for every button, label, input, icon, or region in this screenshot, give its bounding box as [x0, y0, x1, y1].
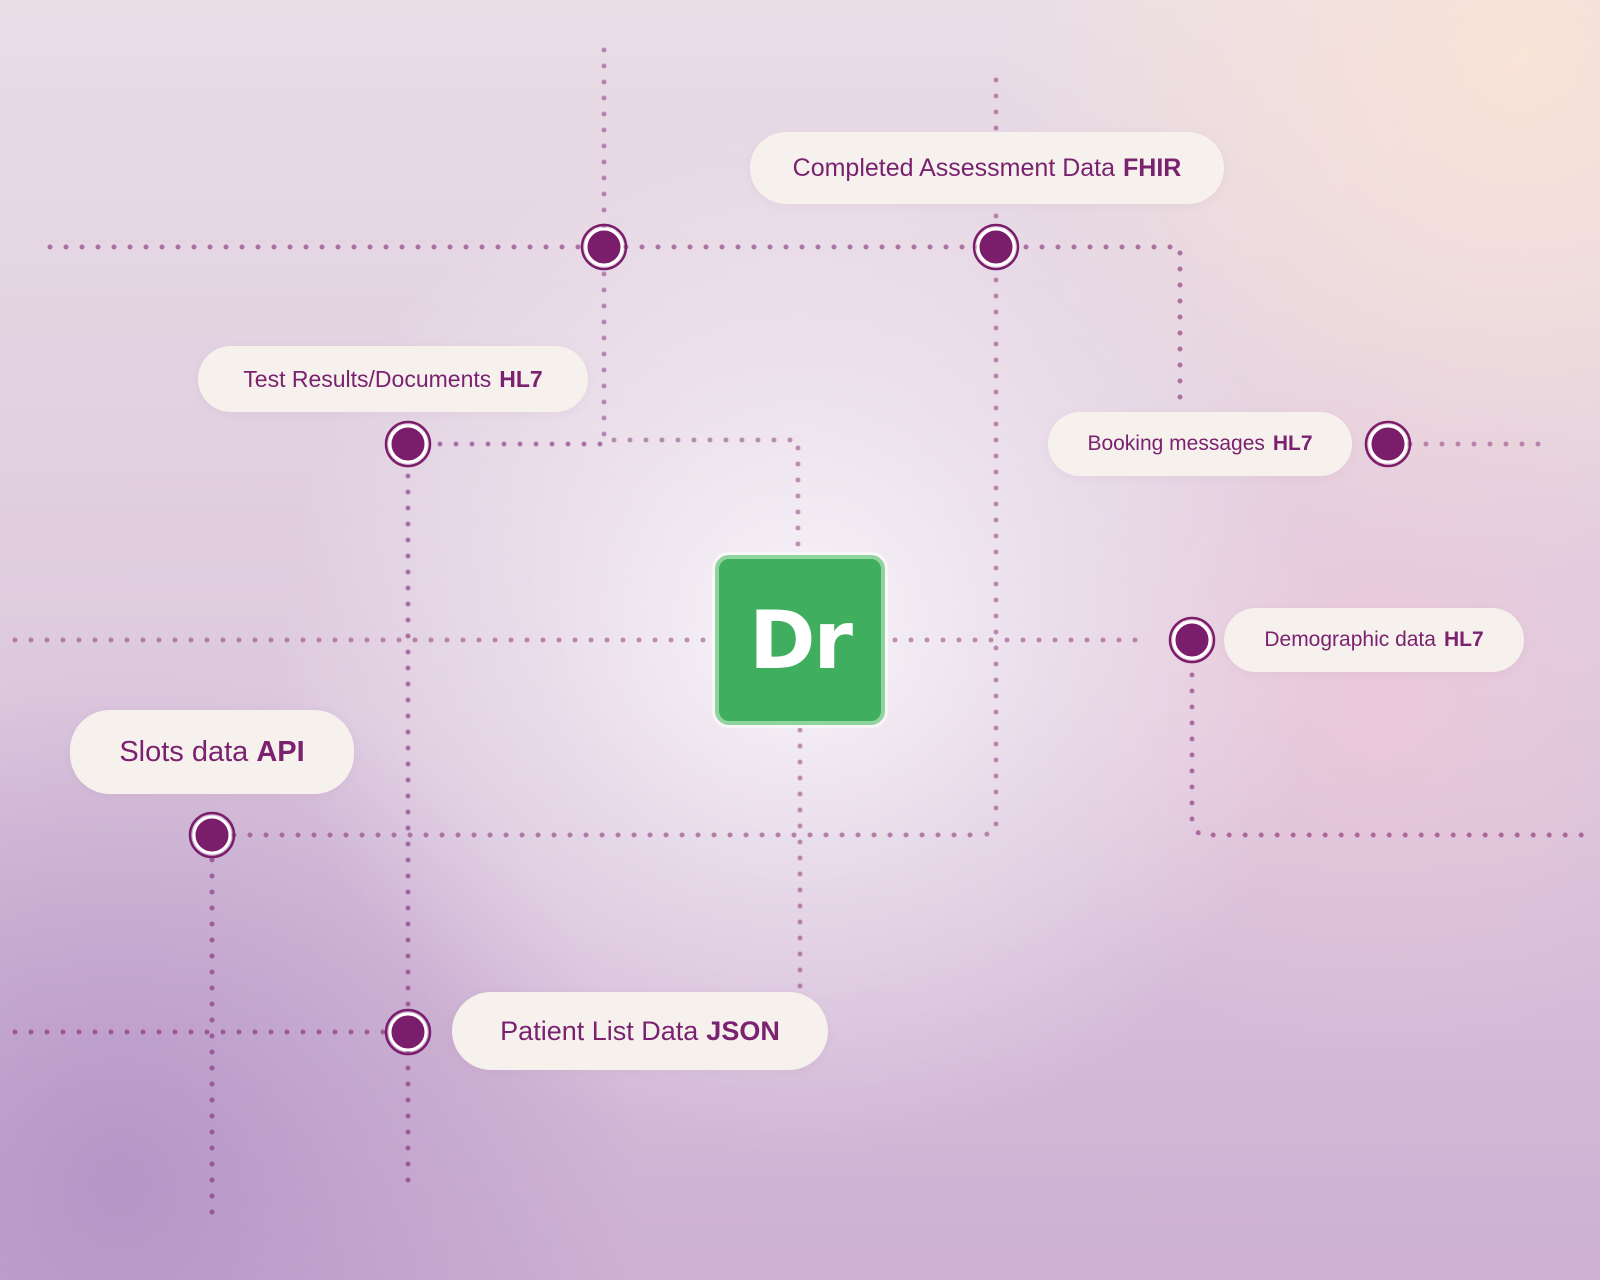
label-patient-list: Patient List Data JSON	[452, 992, 828, 1070]
protocol-badge: HL7	[1443, 628, 1484, 651]
node-test-results	[388, 424, 428, 464]
label-text: Patient List Data	[500, 1015, 699, 1046]
label-booking-messages: Booking messages HL7	[1048, 412, 1352, 476]
connector-column-604	[601, 47, 801, 548]
logo-text: Dr	[749, 593, 853, 687]
label-slots: Slots data API	[70, 710, 354, 794]
label-text: Booking messages	[1087, 432, 1265, 455]
label-test-results: Test Results/Documents HL7	[198, 346, 588, 412]
protocol-badge: HL7	[1272, 432, 1313, 455]
connector-column-996	[982, 77, 999, 838]
node-booking	[1368, 424, 1408, 464]
label-text: Test Results/Documents	[243, 365, 492, 392]
connector-demographic	[1189, 672, 1593, 838]
node-top-left	[584, 227, 624, 267]
node-demographic	[1172, 620, 1212, 660]
label-completed-assessment: Completed Assessment Data FHIR	[750, 132, 1224, 204]
label-demographic: Demographic data HL7	[1224, 608, 1524, 672]
protocol-badge: API	[256, 735, 305, 768]
protocol-badge: FHIR	[1123, 153, 1182, 182]
node-slots	[192, 815, 232, 855]
node-patient-list	[388, 1012, 428, 1052]
label-text: Demographic data	[1264, 628, 1436, 651]
connector-test-results	[405, 441, 607, 1193]
protocol-badge: HL7	[499, 365, 543, 392]
node-top-right	[976, 227, 1016, 267]
label-text: Slots data	[119, 735, 249, 768]
protocol-badge: JSON	[706, 1015, 780, 1046]
label-text: Completed Assessment Data	[792, 153, 1116, 182]
dr-logo: Dr	[715, 555, 885, 725]
